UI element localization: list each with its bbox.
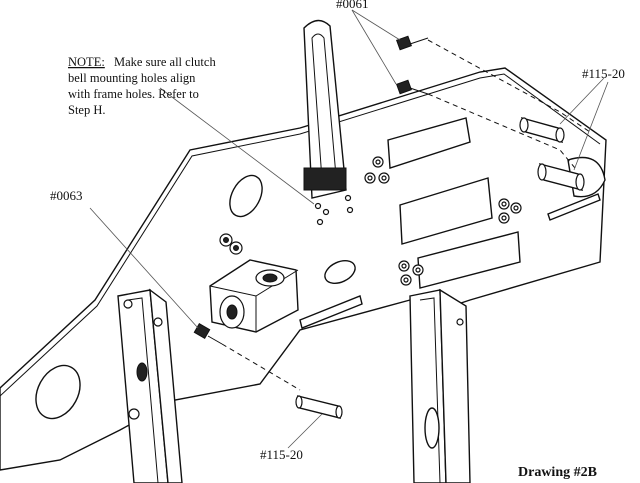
frame-plate (0, 67, 607, 471)
left-vertical-channel (117, 288, 183, 483)
leader-115-right-lower (573, 81, 609, 171)
note-block: NOTE: Make sure all clutch bell mounting… (68, 55, 216, 117)
mounting-hole (322, 208, 330, 216)
mounting-hole (314, 202, 322, 210)
callout-115-20-right: #115-20 (582, 66, 625, 81)
note-line-2: bell mounting holes align (68, 71, 196, 85)
washer-cluster-lower (398, 260, 424, 286)
upright-arm-slot (311, 33, 337, 181)
right-vertical-channel (409, 288, 471, 483)
leader-115-right-upper (559, 77, 605, 125)
note-line-4: Step H. (68, 103, 106, 117)
small-washers-bearing (219, 233, 243, 255)
note-line-3: with frame holes. Refer to (68, 87, 199, 101)
upright-arm-base-block (303, 167, 347, 191)
frame-window-middle (399, 177, 493, 245)
screw-0063-alignment-line (221, 343, 301, 391)
washer-cluster-left (364, 156, 390, 184)
leader-0061-upper (351, 9, 401, 41)
screw-0063 (193, 322, 223, 345)
bearing-block (209, 259, 299, 333)
callout-115-20-bottom: #115-20 (260, 447, 303, 462)
frame-oval-cutout-upper (229, 174, 263, 218)
leader-0063 (89, 207, 199, 329)
callout-0061: #0061 (336, 0, 369, 11)
note-heading: NOTE: (68, 55, 105, 69)
leader-0061-lower (351, 9, 397, 85)
standoff-right-upper (519, 116, 565, 144)
standoff-right-lower (537, 163, 585, 191)
leader-115-bottom (287, 413, 323, 449)
screw-0061-upper (396, 35, 429, 51)
mounting-hole (344, 194, 352, 202)
screw-0061-lower (396, 79, 429, 95)
frame-window-upper (387, 117, 471, 169)
upright-arm (303, 19, 347, 199)
standoff-bottom (295, 395, 343, 419)
washer-cluster-middle (498, 198, 522, 224)
mounting-hole (346, 206, 354, 214)
note-line-1: Make sure all clutch (114, 55, 216, 69)
frame-oval-cutout-lower (324, 259, 356, 285)
frame-slot-lower (299, 295, 363, 329)
screw-alignment-line (427, 93, 576, 169)
callout-0063: #0063 (50, 188, 83, 203)
mounting-hole (316, 218, 324, 226)
frame-window-lower (417, 231, 521, 289)
frame-plate-edge (0, 73, 601, 397)
leader-note (159, 87, 315, 205)
screw-alignment-line (427, 39, 591, 133)
frame-slot-right (547, 193, 601, 221)
drawing-title: Drawing #2B (518, 465, 597, 480)
frame-large-hole-left (35, 364, 81, 420)
